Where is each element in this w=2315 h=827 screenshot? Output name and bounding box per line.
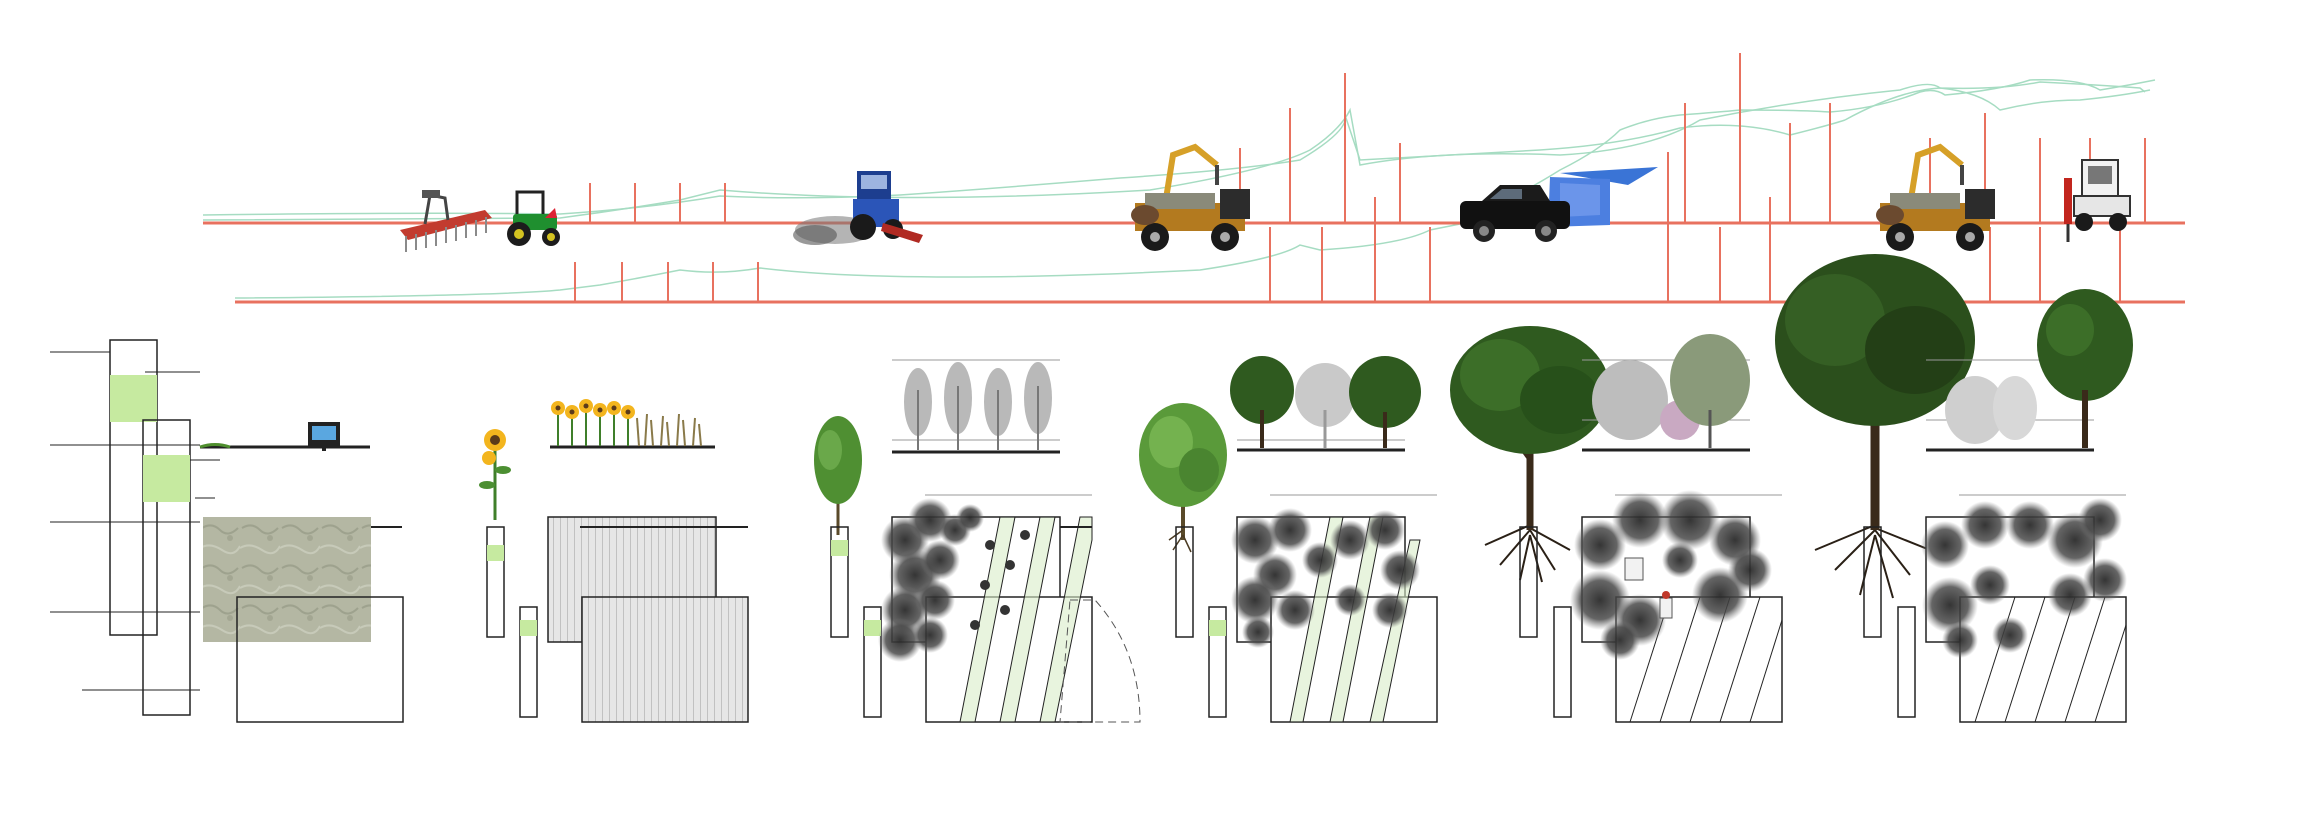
sunflower-icon [479, 429, 511, 520]
tree-row-elevation [892, 359, 1060, 454]
tree-row-elevation [1230, 356, 1421, 452]
planting-plot [581, 596, 749, 723]
compact-tractor-icon [507, 190, 560, 246]
depth-gauge [863, 606, 882, 718]
planting-rows [959, 516, 1093, 723]
depth-gauge-marker [110, 375, 157, 422]
large-tree-icon [1775, 254, 1975, 599]
depth-gauge-marker [1209, 620, 1226, 636]
planting-plot-outline [236, 596, 404, 723]
depth-gauge [142, 419, 191, 716]
forestry-forwarder-icon [1131, 143, 1250, 251]
depth-gauge [1897, 606, 1916, 718]
depth-gauge-marker [831, 540, 848, 556]
growth-curve [202, 114, 1846, 216]
tree-row-elevation [1582, 334, 1750, 452]
sunflower-row-icon [551, 399, 635, 446]
machinery-row [400, 143, 2131, 252]
tree-row-elevation [1926, 289, 2133, 452]
depth-gauge [486, 526, 505, 638]
stage-mature-forest [1775, 254, 2133, 723]
depth-gauge [830, 526, 849, 638]
depth-gauge-marker [487, 545, 504, 561]
stage-site-preparation [50, 339, 404, 723]
depth-gauge [519, 606, 538, 718]
sapling-markers [970, 530, 1030, 630]
canopy-clusters [1570, 490, 1772, 660]
mature-tree-icon [1450, 326, 1610, 583]
timeline-ticks [574, 53, 2146, 302]
forestry-forwarder-icon [1876, 143, 1995, 251]
pickup-tent-icon [1460, 167, 1658, 242]
sapling-icon [814, 416, 862, 535]
canopy-clusters [1231, 508, 1420, 648]
depth-gauge [1863, 526, 1882, 638]
depth-gauge [1553, 606, 1572, 718]
planting-rows [1629, 596, 1783, 723]
soil-sensor-icon [308, 422, 340, 451]
visitor-figure-icon [1624, 557, 1673, 619]
depth-gauge [1519, 526, 1538, 638]
depth-gauge-marker [520, 620, 537, 636]
depth-gauge [1175, 526, 1194, 638]
soil-sample-plot [203, 517, 371, 642]
growth-curve [1844, 87, 2151, 121]
stage-sapling-planting [814, 359, 1141, 723]
stage-young-grove [1139, 356, 1438, 723]
canopy-clusters [1921, 498, 2127, 658]
harrow-icon [400, 190, 492, 252]
young-tree-icon [1139, 403, 1227, 553]
tractor-exhaust-icon [793, 171, 923, 245]
skid-steer-auger-icon [2064, 159, 2131, 242]
depth-gauge [1208, 606, 1227, 718]
stage-cover-crop [479, 399, 749, 723]
depth-gauge-marker [143, 455, 190, 502]
grass-clump-icon [636, 413, 702, 447]
canopy-clusters [878, 498, 984, 662]
depth-gauge-marker [864, 620, 881, 636]
stage-maturing-forest [1450, 326, 1783, 723]
planting-rows [1974, 596, 2127, 723]
